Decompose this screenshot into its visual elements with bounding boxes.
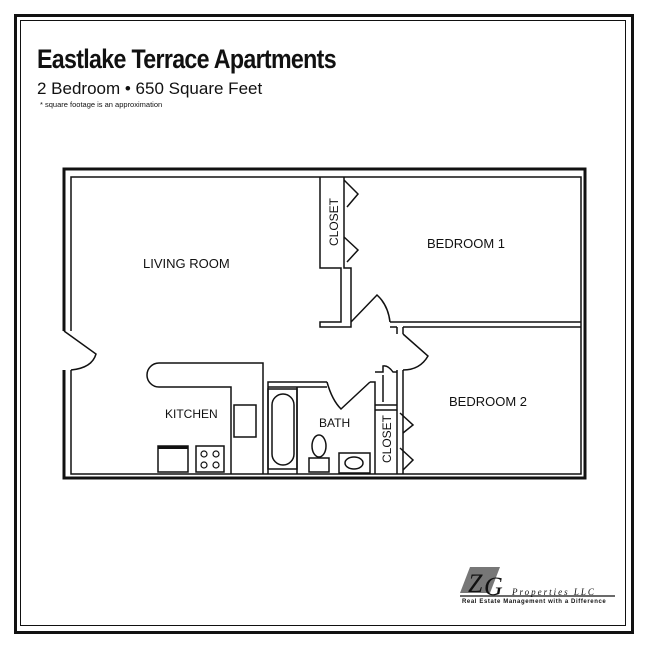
inner-frame [20,20,626,626]
bedroom-divider-wall [390,321,581,328]
kitchen-counter [146,362,264,474]
bath-door [326,381,371,411]
sink-basin [344,456,364,470]
label-living-room: LIVING ROOM [143,256,230,271]
closet2-wall [375,365,397,411]
label-bedroom1: BEDROOM 1 [427,236,505,251]
stove-burner [200,461,208,469]
page-title: Eastlake Terrace Apartments [37,44,337,74]
closet1-wall [319,177,352,328]
front-door [63,330,97,371]
stove [195,445,225,473]
logo-company-name: Properties LLC [512,587,596,597]
unit-subtitle: 2 Bedroom • 650 Square Feet [37,79,263,98]
closet1-door [343,179,360,263]
stove-burner [200,450,208,458]
svg-text:G: G [484,572,503,601]
label-bath: BATH [319,416,350,430]
logo-tagline: Real Estate Management with a Difference [462,599,607,605]
dishwasher-panel [158,446,188,449]
footnote: * square footage is an approximation [40,100,163,109]
closet2-door [399,412,415,471]
stove-burner [212,461,220,469]
dishwasher [157,445,189,473]
bedroom1-door [350,293,391,323]
toilet-bowl [311,434,327,458]
bath-wall [267,381,376,474]
label-closet1: CLOSET [327,197,341,246]
label-bedroom2: BEDROOM 2 [449,394,527,409]
bedroom2-door [402,333,429,371]
company-logo: Z G [460,567,615,601]
exterior-wall [62,167,587,480]
bedroom2-wall [396,327,404,474]
sink-vanity [338,452,371,474]
exterior-wall-inner [70,176,582,475]
bathtub [267,388,298,470]
outer-frame [14,14,634,634]
label-closet2: CLOSET [380,414,394,463]
stove-burner [212,450,220,458]
label-kitchen: KITCHEN [165,407,218,421]
refrigerator [233,404,257,438]
bathtub-basin [271,393,295,466]
toilet-tank [308,457,330,473]
svg-text:Z: Z [468,569,483,598]
